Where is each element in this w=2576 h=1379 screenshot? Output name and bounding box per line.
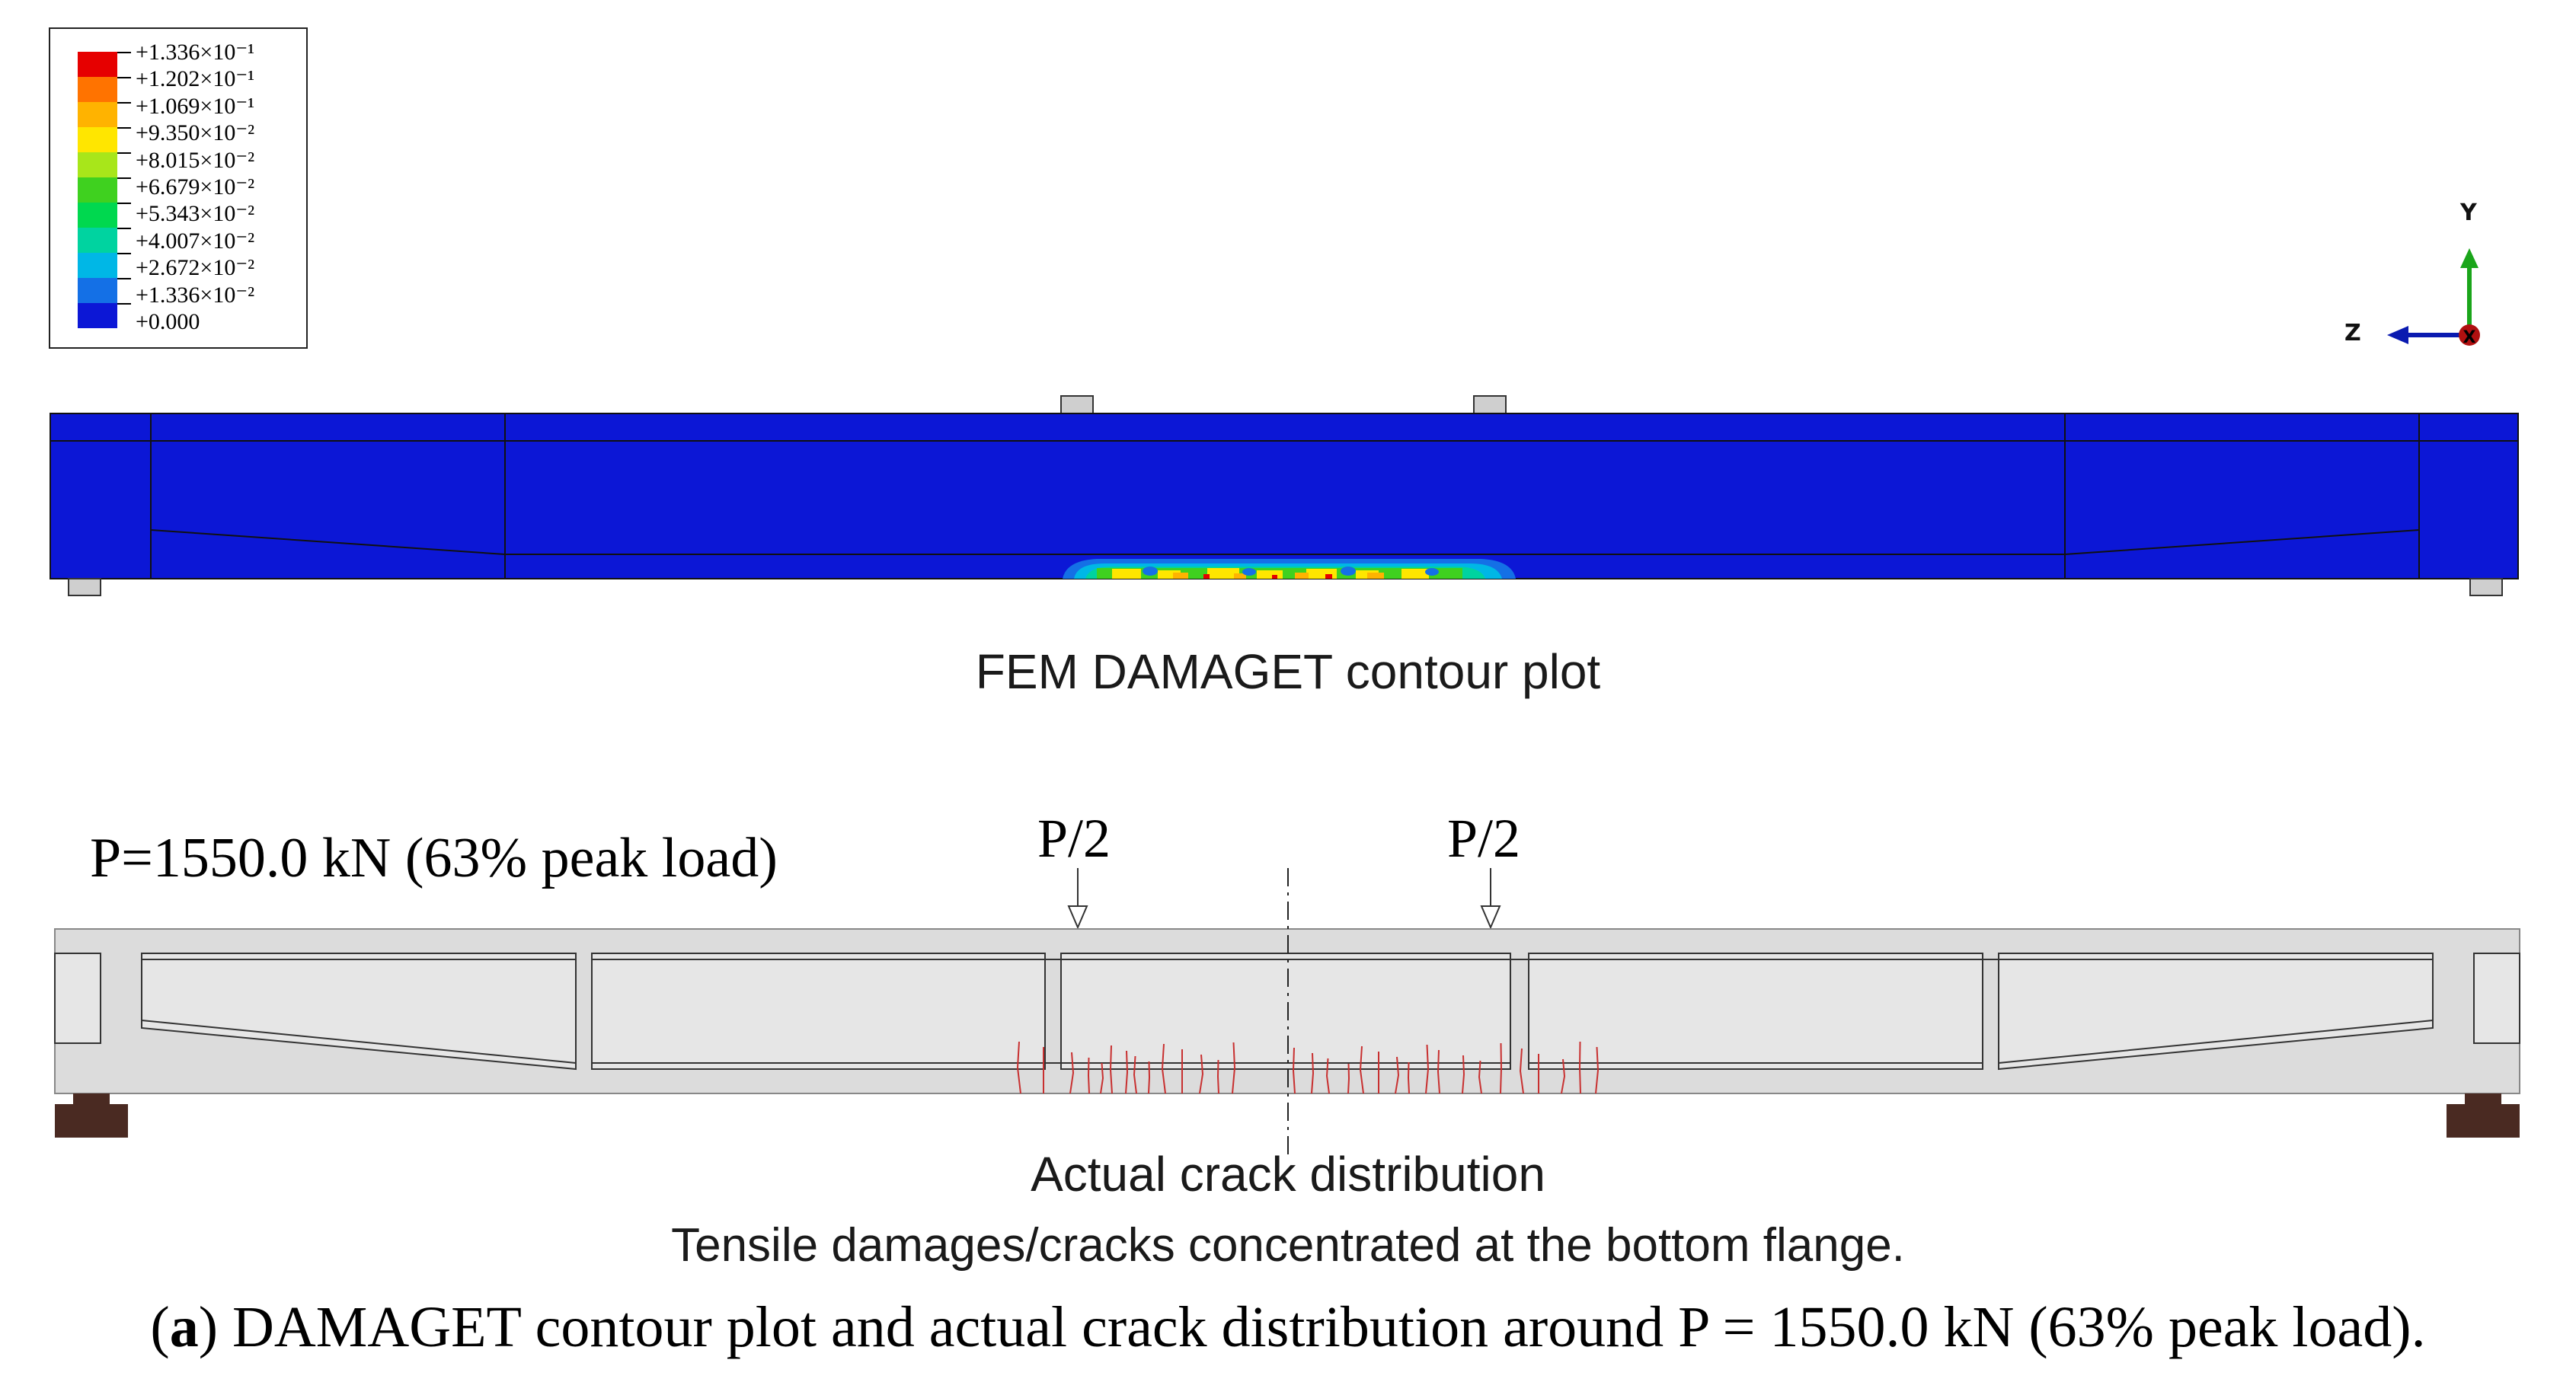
legend-swatch xyxy=(78,77,117,102)
crack-line xyxy=(1311,1052,1315,1094)
legend-swatch xyxy=(78,253,117,278)
legend-tick xyxy=(117,253,131,254)
legend-swatch xyxy=(78,102,117,127)
test-support-right xyxy=(2447,1104,2520,1138)
crack-line xyxy=(1425,1044,1430,1094)
axis-x-label: X xyxy=(2463,328,2476,347)
axis-triad-icon: X xyxy=(2387,248,2480,347)
legend-label: +4.007×10⁻² xyxy=(136,228,255,254)
load-arrows xyxy=(1067,868,1501,930)
legend-swatch xyxy=(78,303,117,328)
legend-tick xyxy=(117,203,131,204)
legend-tick xyxy=(117,278,131,279)
test-support-left xyxy=(55,1104,128,1138)
crack-line xyxy=(1161,1043,1166,1094)
legend-swatch xyxy=(78,127,117,152)
crack-lines xyxy=(1016,1041,1600,1094)
point-load-label-left: P/2 xyxy=(1037,808,1111,869)
test-beam-diagram xyxy=(54,868,2520,1157)
crack-line xyxy=(1519,1048,1524,1094)
crack-line xyxy=(1595,1046,1600,1094)
legend-tick xyxy=(117,127,131,129)
crack-line xyxy=(1216,1059,1219,1094)
legend-label: +1.336×10⁻¹ xyxy=(136,40,255,65)
crack-line xyxy=(1133,1055,1137,1094)
crack-line xyxy=(1347,1063,1350,1094)
fem-support-right xyxy=(2469,578,2503,596)
legend-tick xyxy=(117,152,131,154)
contour-legend: +1.336×10⁻¹+1.202×10⁻¹+1.069×10⁻¹+9.350×… xyxy=(49,27,308,349)
actual-crack-caption: Actual crack distribution xyxy=(1031,1147,1545,1202)
legend-tick xyxy=(117,77,131,78)
crack-line xyxy=(1232,1042,1236,1094)
figure-letter: a xyxy=(169,1295,199,1359)
legend-label: +5.343×10⁻² xyxy=(136,201,255,227)
crack-line xyxy=(1087,1057,1090,1094)
crack-line xyxy=(1359,1045,1364,1094)
legend-label: +0.000 xyxy=(136,309,200,334)
legend-swatch xyxy=(78,52,117,77)
crack-line xyxy=(1462,1055,1465,1094)
load-label: P=1550.0 kN (63% peak load) xyxy=(90,827,778,889)
legend-tick xyxy=(117,52,131,53)
fem-beam-diagram xyxy=(50,395,2519,596)
crack-line xyxy=(1478,1060,1482,1094)
legend-label: +1.202×10⁻¹ xyxy=(136,66,255,92)
crack-line xyxy=(1199,1054,1204,1094)
legend-swatch xyxy=(78,203,117,228)
crack-line xyxy=(1407,1061,1410,1094)
legend-label: +2.672×10⁻² xyxy=(136,255,255,281)
crack-line xyxy=(1100,1062,1104,1094)
legend-swatch xyxy=(78,278,117,303)
figure-caption: (a) DAMAGET contour plot and actual crac… xyxy=(150,1295,2426,1359)
crack-line xyxy=(1561,1058,1566,1094)
fem-caption: FEM DAMAGET contour plot xyxy=(975,644,1601,699)
axis-z-label: Z xyxy=(2344,320,2361,346)
legend-label: +8.015×10⁻² xyxy=(136,147,255,173)
crack-line xyxy=(1016,1041,1021,1094)
tensile-damage-caption: Tensile damages/cracks concentrated at t… xyxy=(671,1219,1905,1272)
figure-caption-text: ) DAMAGET contour plot and actual crack … xyxy=(198,1295,2426,1359)
web-panels xyxy=(54,953,2520,1071)
legend-label: +1.069×10⁻¹ xyxy=(136,93,255,119)
fem-support-left xyxy=(68,578,101,596)
legend-tick xyxy=(117,303,131,305)
crack-line xyxy=(1292,1047,1296,1094)
damage-contour-region xyxy=(1063,559,1516,579)
crack-line xyxy=(1125,1050,1129,1094)
legend-tick xyxy=(117,177,131,179)
legend-swatch xyxy=(78,228,117,253)
legend-swatch xyxy=(78,152,117,177)
legend-label: +6.679×10⁻² xyxy=(136,174,255,200)
crack-line xyxy=(1325,1058,1330,1094)
legend-label: +9.350×10⁻² xyxy=(136,120,255,146)
legend-tick xyxy=(117,102,131,104)
crack-line xyxy=(1437,1049,1440,1094)
legend-tick xyxy=(117,228,131,229)
fem-beam-outline xyxy=(50,413,2518,579)
legend-label: +1.336×10⁻² xyxy=(136,282,255,308)
crack-line xyxy=(1069,1052,1075,1094)
axis-y-label: Y xyxy=(2460,200,2477,226)
point-load-label-right: P/2 xyxy=(1447,808,1521,869)
crack-line xyxy=(1395,1056,1400,1094)
fem-load-plate-right xyxy=(1473,395,1507,415)
fem-load-plate-left xyxy=(1060,395,1094,415)
legend-swatch xyxy=(78,177,117,203)
crack-line xyxy=(1109,1045,1113,1094)
